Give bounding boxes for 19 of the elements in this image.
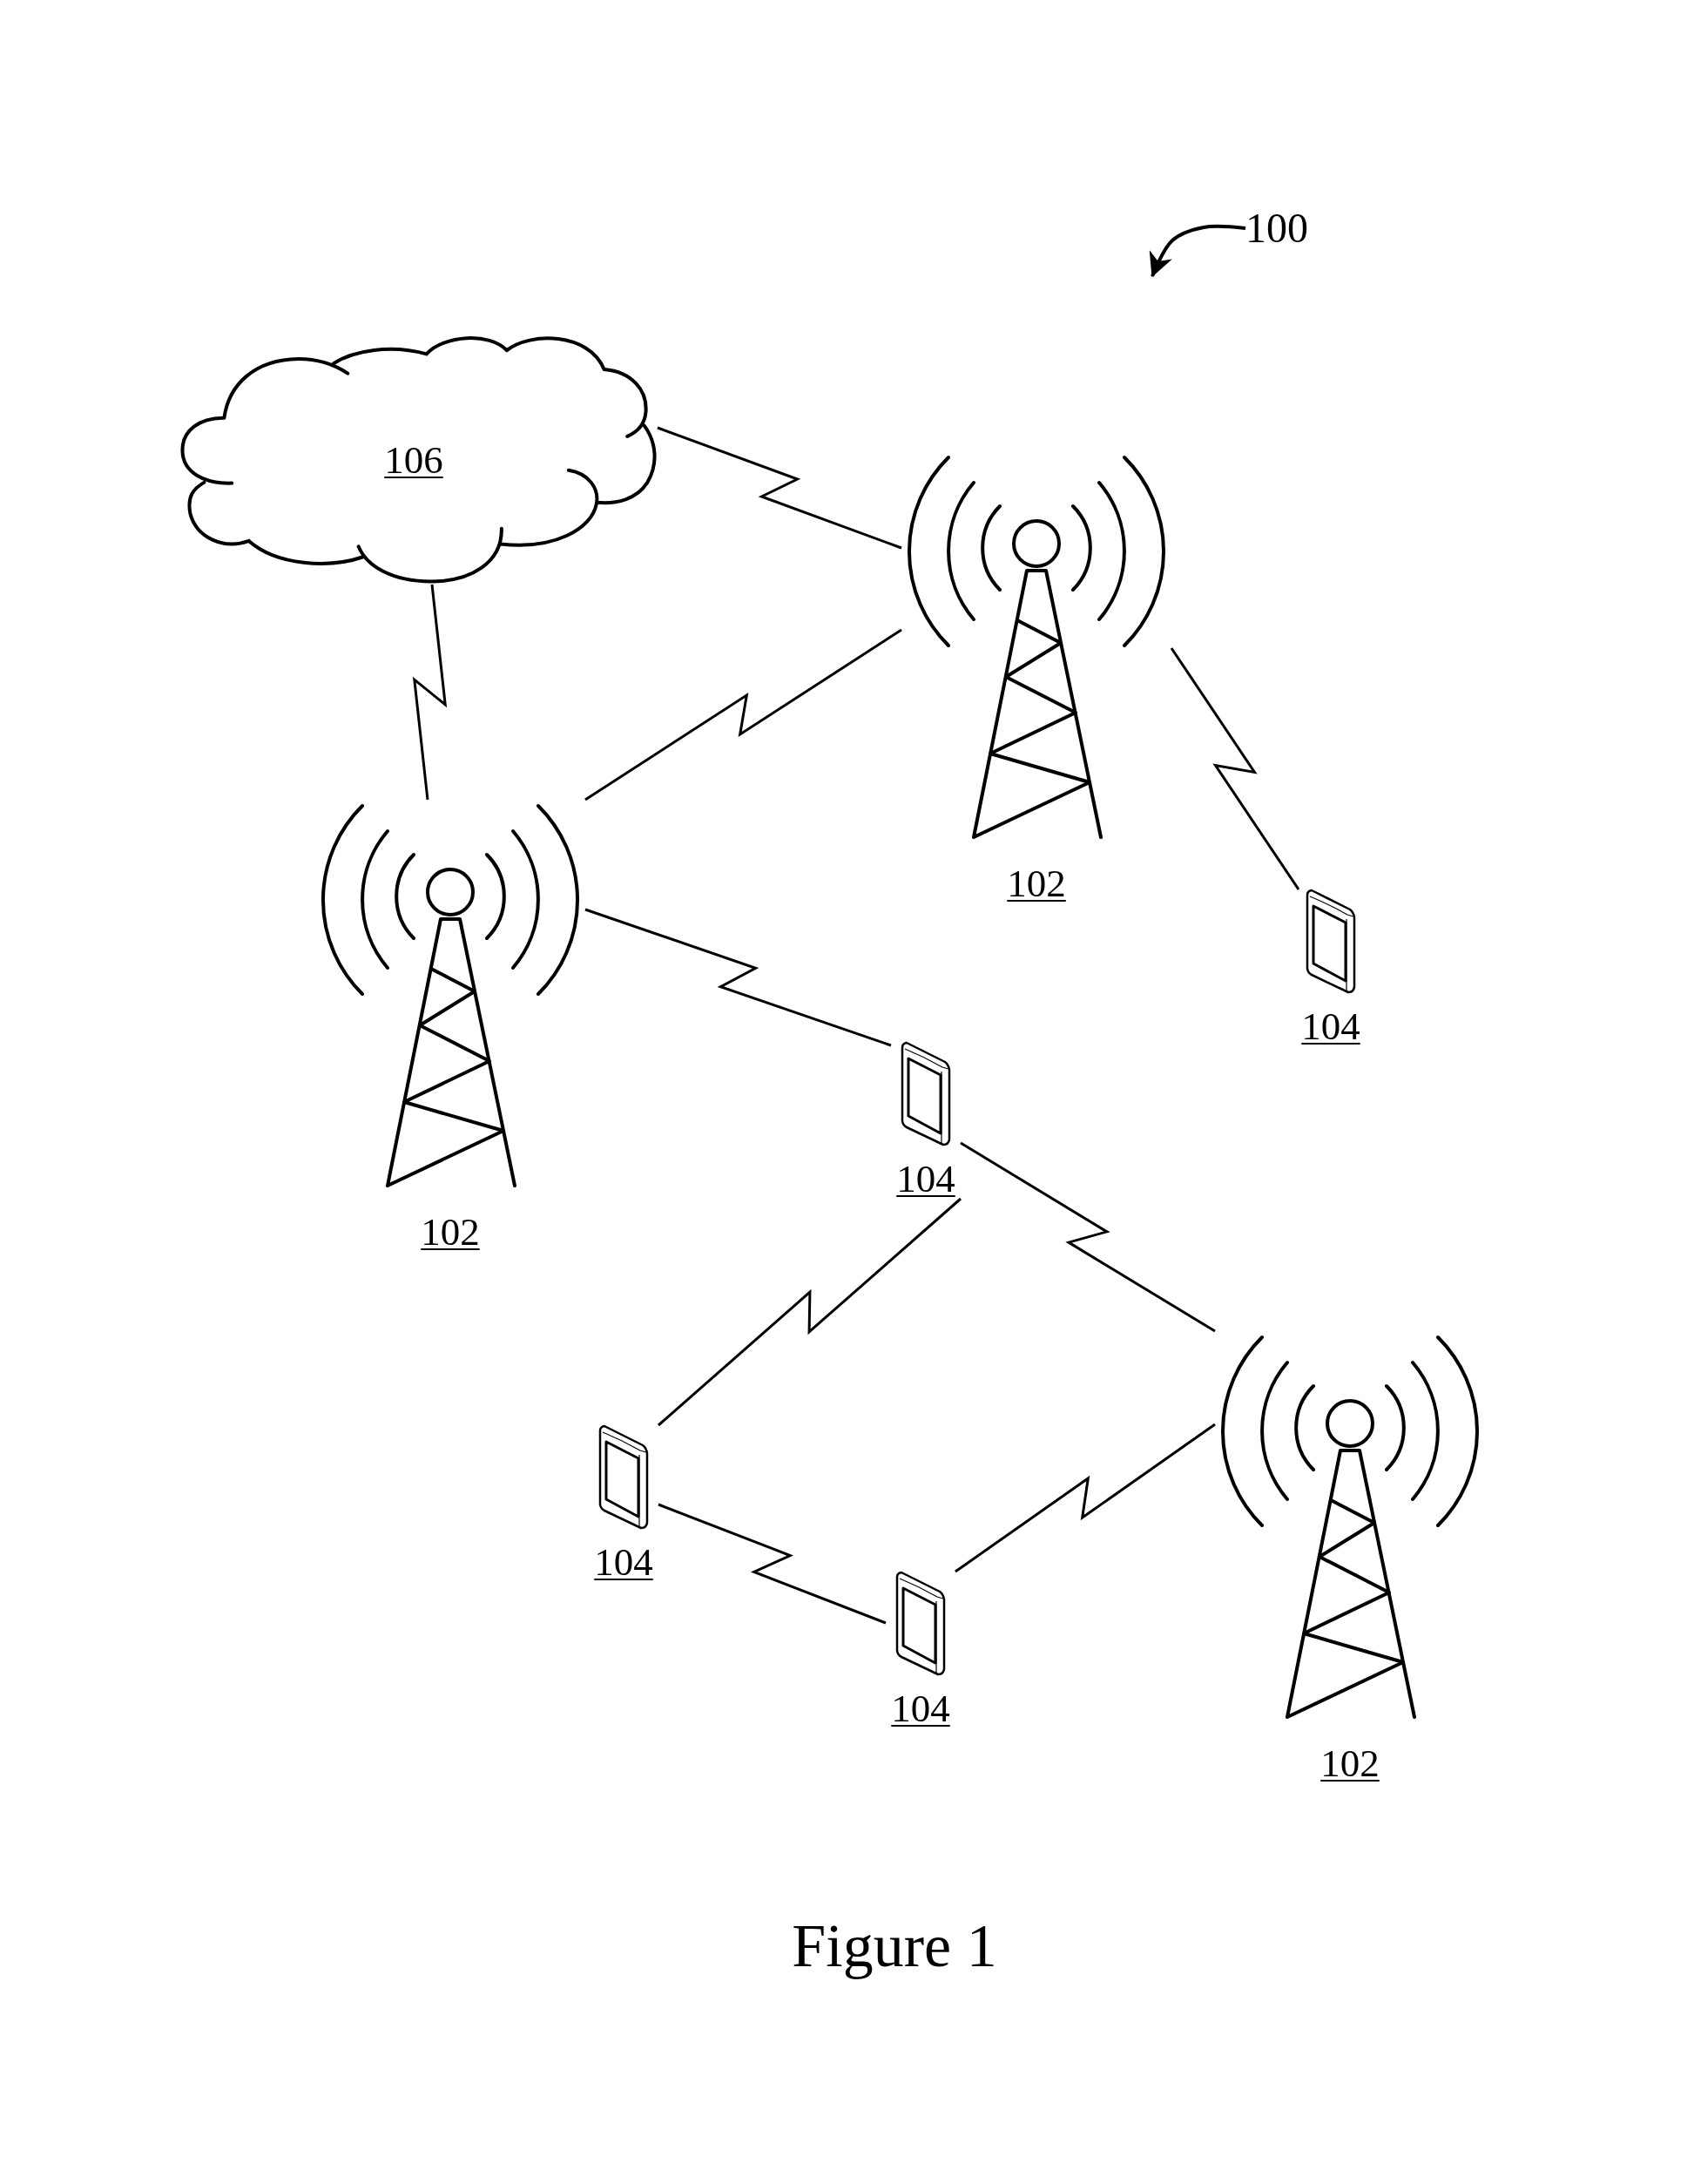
- reference-numeral: 102: [1007, 864, 1066, 903]
- wireless-link: [584, 908, 892, 1047]
- wireless-link: [412, 584, 448, 801]
- reference-numeral: 102: [1320, 1744, 1380, 1783]
- reference-numeral: 104: [594, 1543, 653, 1582]
- wireless-link: [1170, 647, 1300, 890]
- wireless-link: [584, 628, 902, 801]
- wireless-link: [657, 426, 902, 550]
- reference-numeral: 106: [384, 441, 443, 480]
- reference-numeral: 104: [896, 1160, 955, 1199]
- reference-numeral: 102: [421, 1213, 480, 1252]
- wireless-link: [955, 1423, 1216, 1573]
- wireless-link: [658, 1197, 962, 1427]
- leader-arrow: [1149, 225, 1246, 278]
- wireless-link: [658, 1503, 887, 1625]
- reference-numeral: 104: [891, 1689, 950, 1728]
- reference-numeral: 104: [1301, 1007, 1360, 1046]
- reference-numeral: 100: [1245, 207, 1308, 249]
- wireless-link: [960, 1141, 1216, 1333]
